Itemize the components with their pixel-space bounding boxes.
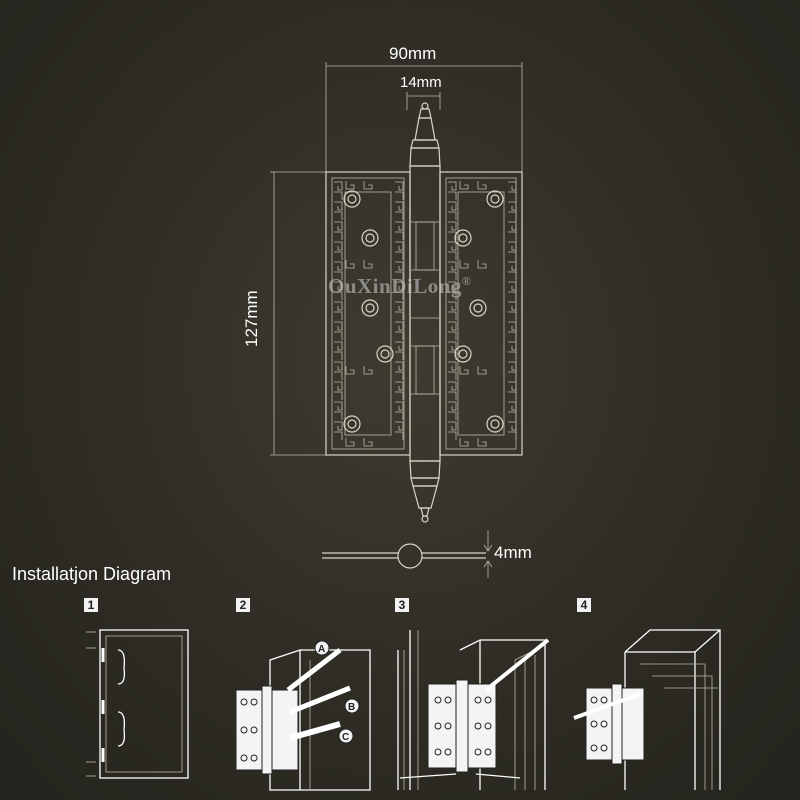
step-4-finished-diagram <box>573 629 721 790</box>
greek-key-band <box>459 260 487 269</box>
step-2-fixing-diagram: A B C <box>235 640 371 791</box>
screw-hole-inner <box>347 419 357 429</box>
hinge-side-view <box>322 530 493 578</box>
knuckle-dimension-label: 14mm <box>400 74 442 91</box>
greek-key-band <box>459 181 487 190</box>
thickness-dimension-label: 4mm <box>494 543 532 562</box>
step-3-number: 3 <box>395 598 409 612</box>
hinge-knuckle <box>409 165 441 462</box>
screw-hole-inner <box>490 194 500 204</box>
greek-key-band <box>345 260 373 269</box>
greek-key-pattern <box>334 181 517 447</box>
screw-hole <box>376 345 394 363</box>
screw-hole-inner <box>365 303 375 313</box>
screw-hole <box>343 190 361 208</box>
step-3-mounting-diagram <box>397 630 550 790</box>
screw-hole-inner <box>490 419 500 429</box>
width-dimension-label: 90mm <box>389 44 437 63</box>
greek-key-band <box>345 366 373 375</box>
step-2-number: 2 <box>236 598 250 612</box>
screw-hole <box>486 415 504 433</box>
dimension-lines <box>270 62 523 456</box>
screw-holes <box>343 190 504 433</box>
step-1-number: 1 <box>84 598 98 612</box>
greek-key-band <box>508 181 517 440</box>
hinge-right-leaf <box>439 171 523 456</box>
screw-hole-inner <box>458 349 468 359</box>
greek-key-band <box>345 438 373 447</box>
screw-hole <box>454 229 472 247</box>
screw-hole-inner <box>365 233 375 243</box>
greek-key-band <box>395 181 404 440</box>
hinge-left-leaf <box>325 171 411 456</box>
screw-hole <box>469 299 487 317</box>
greek-key-band <box>345 181 373 190</box>
greek-key-band <box>459 438 487 447</box>
screw-hole-inner <box>380 349 390 359</box>
tool-label-a: A <box>318 644 325 655</box>
brand-watermark: OuXinDiLong® <box>328 274 472 298</box>
tool-label-b: B <box>348 702 355 713</box>
bottom-finial <box>409 460 441 523</box>
greek-key-band <box>334 181 343 440</box>
screw-hole <box>361 229 379 247</box>
installation-title: Installatjon Diagram <box>12 564 172 584</box>
screw-hole-inner <box>458 233 468 243</box>
greek-key-band <box>448 181 457 440</box>
screw-hole <box>361 299 379 317</box>
greek-key-band <box>459 366 487 375</box>
step-1-door-diagram <box>86 629 189 779</box>
top-finial <box>409 102 441 167</box>
screw-hole <box>486 190 504 208</box>
tool-label-c: C <box>342 732 349 743</box>
screw-hole <box>454 345 472 363</box>
screw-hole-inner <box>347 194 357 204</box>
screw-hole-inner <box>473 303 483 313</box>
screw-hole <box>343 415 361 433</box>
step-4-number: 4 <box>577 598 591 612</box>
